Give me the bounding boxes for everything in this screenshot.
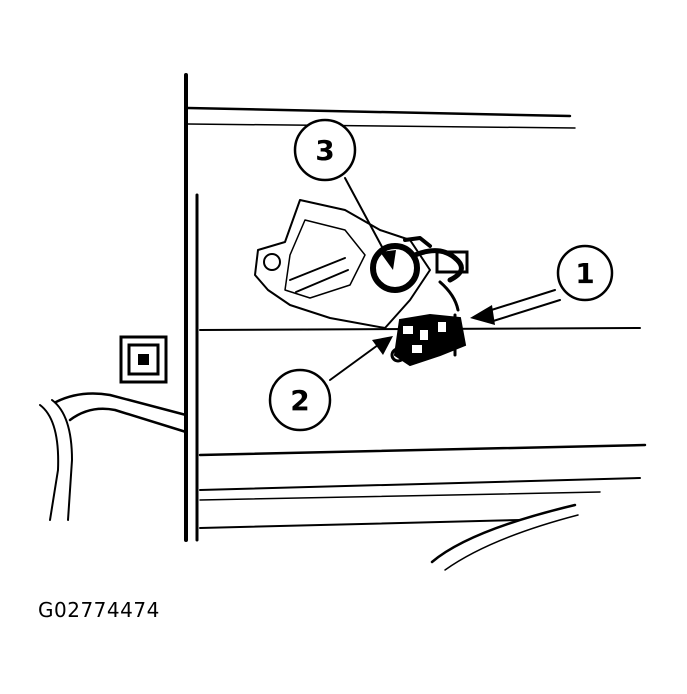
mounting-bracket	[254, 199, 431, 329]
leader-arrows	[329, 177, 561, 381]
callout-3: 3	[293, 118, 357, 182]
callout-2: 2	[268, 368, 332, 432]
callout-1-label: 1	[575, 257, 594, 290]
view-indicator-icon	[119, 335, 168, 384]
callout-3-label: 3	[315, 134, 334, 167]
connector-component	[370, 236, 469, 312]
callout-1: 1	[556, 244, 614, 302]
callout-2-label: 2	[290, 384, 309, 417]
switch-component	[390, 313, 467, 367]
figure-id: G02774474	[38, 598, 160, 622]
seat-trim-outline	[39, 392, 188, 521]
